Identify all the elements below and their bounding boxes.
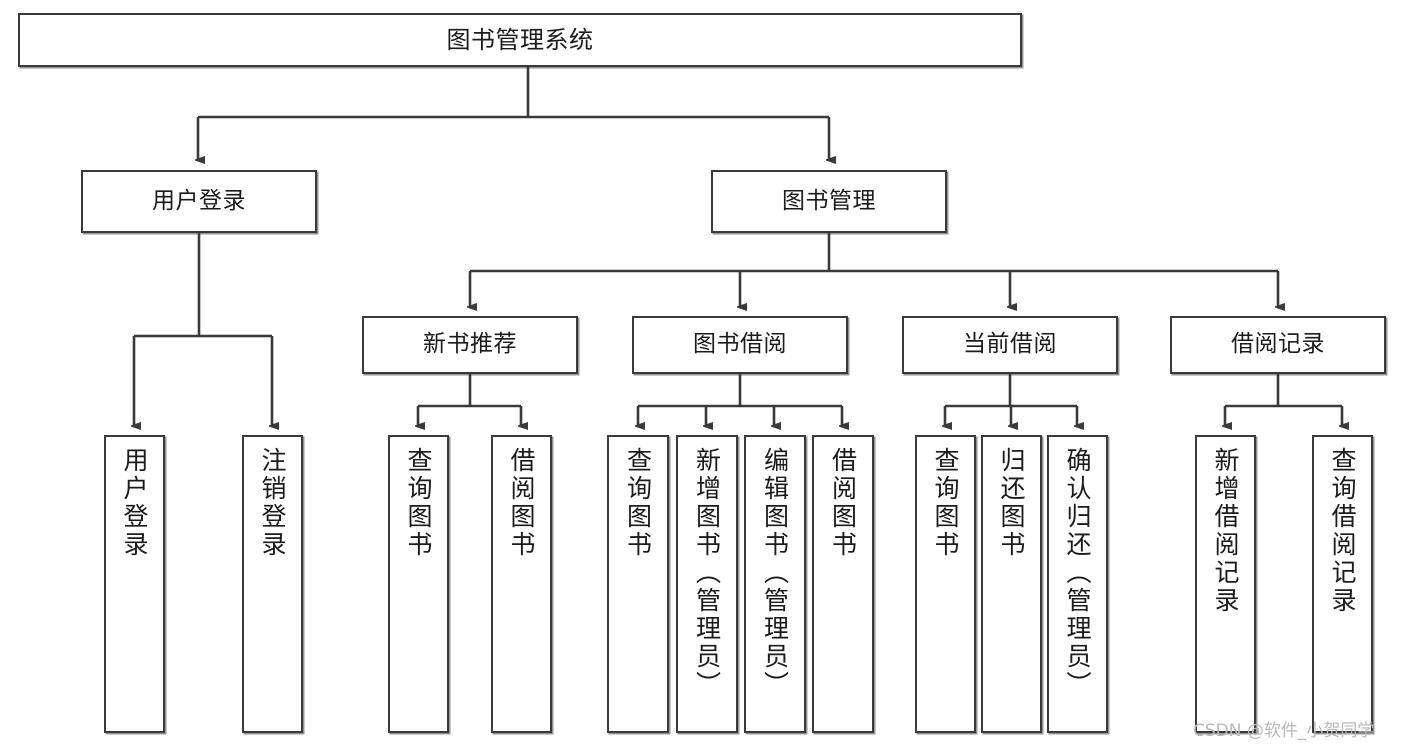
node-label: 归还图书: [997, 447, 1026, 559]
node-label: 借阅图书: [828, 447, 858, 559]
node-label: 新书推荐: [423, 331, 517, 358]
node-label: 图书借阅: [693, 331, 787, 358]
node-new-book-recommendation[interactable]: 新书推荐: [362, 316, 578, 374]
leaf-add-borrow-record[interactable]: 新增借阅记录: [1195, 435, 1256, 733]
leaf-confirm-return-admin[interactable]: 确认归还（管理员）: [1047, 435, 1108, 733]
node-book-borrowing[interactable]: 图书借阅: [632, 316, 848, 374]
node-label: 编辑图书（管理员）: [760, 447, 790, 699]
node-label: 注销登录: [258, 447, 287, 559]
leaf-query-books-borrow[interactable]: 查询图书: [607, 435, 669, 733]
node-label: 查询图书: [931, 447, 960, 559]
leaf-query-books-current[interactable]: 查询图书: [915, 435, 976, 733]
leaf-borrow-books[interactable]: 借阅图书: [812, 435, 874, 733]
node-label: 查询图书: [404, 447, 433, 559]
node-label: 新增借阅记录: [1211, 447, 1240, 615]
node-label: 查询图书: [623, 447, 653, 559]
leaf-add-book-admin[interactable]: 新增图书（管理员）: [676, 435, 738, 733]
node-current-borrowing[interactable]: 当前借阅: [902, 316, 1118, 374]
node-label: 用户登录: [152, 187, 246, 214]
node-book-management[interactable]: 图书管理: [711, 170, 947, 233]
leaf-edit-book-admin[interactable]: 编辑图书（管理员）: [744, 435, 806, 733]
leaf-query-books-recommend[interactable]: 查询图书: [388, 435, 449, 733]
leaf-query-borrow-record[interactable]: 查询借阅记录: [1312, 435, 1373, 733]
node-label: 图书管理: [782, 187, 876, 214]
node-label: 新增图书（管理员）: [692, 447, 722, 699]
node-label: 借阅图书: [507, 447, 536, 559]
node-label: 图书管理系统: [446, 25, 594, 54]
node-label: 确认归还（管理员）: [1063, 447, 1092, 699]
node-borrow-records[interactable]: 借阅记录: [1170, 316, 1386, 374]
node-label: 借阅记录: [1231, 331, 1325, 358]
node-label: 当前借阅: [963, 331, 1057, 358]
csdn-watermark: CSDN @软件_小贺同学: [1193, 721, 1375, 741]
leaf-borrow-books-recommend[interactable]: 借阅图书: [491, 435, 552, 733]
node-root-book-management-system[interactable]: 图书管理系统: [18, 13, 1022, 67]
node-user-login[interactable]: 用户登录: [81, 170, 317, 233]
node-label: 查询借阅记录: [1328, 447, 1357, 615]
leaf-logout[interactable]: 注销登录: [242, 435, 303, 733]
leaf-return-books[interactable]: 归还图书: [981, 435, 1042, 733]
leaf-user-login[interactable]: 用户登录: [104, 435, 165, 733]
node-label: 用户登录: [120, 447, 149, 559]
